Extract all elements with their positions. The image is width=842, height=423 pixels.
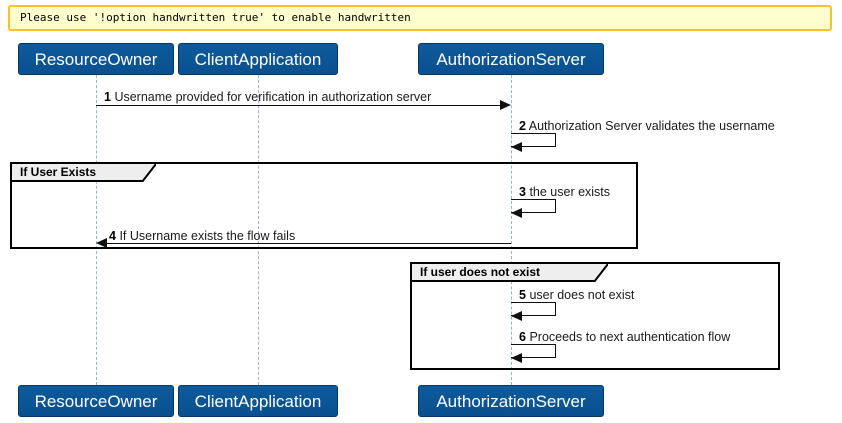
message-2-label: 2 Authorization Server validates the use… (519, 120, 775, 133)
participant-authorization-server-top-label: AuthorizationServer (436, 49, 586, 69)
message-3-label: 3 the user exists (519, 186, 610, 199)
participant-client-application-top[interactable]: ClientApplication (178, 43, 338, 75)
message-3-text: the user exists (529, 185, 611, 199)
message-1-text: Username provided for verification in au… (114, 90, 432, 104)
message-4-label: 4 If Username exists the flow fails (109, 230, 295, 243)
message-6-self-loop (511, 344, 556, 358)
group-label-if-user-exists: If User Exists (20, 165, 97, 179)
group-if-user-does-not-exist (410, 262, 780, 370)
message-5-arrowhead-icon (511, 311, 522, 321)
message-4-number: 4 (109, 229, 116, 243)
message-1-label: 1 Username provided for verification in … (104, 91, 431, 104)
group-tab-cut-if-user-exists (142, 164, 156, 182)
participant-client-application-bottom[interactable]: ClientApplication (178, 385, 338, 417)
message-1-line (96, 105, 501, 106)
participant-resource-owner-top[interactable]: ResourceOwner (18, 43, 174, 75)
message-4-text: If Username exists the flow fails (119, 229, 296, 243)
participant-client-application-top-label: ClientApplication (194, 49, 322, 69)
participant-resource-owner-top-label: ResourceOwner (34, 49, 158, 69)
participant-client-application-bottom-label: ClientApplication (194, 391, 322, 411)
message-5-text: user does not exist (529, 288, 635, 302)
message-5-label: 5 user does not exist (519, 289, 634, 302)
message-6-arrowhead-icon (511, 353, 522, 363)
message-5-self-loop (511, 302, 556, 316)
lifeline-resource-owner (96, 75, 97, 385)
participant-authorization-server-bottom-label: AuthorizationServer (436, 391, 586, 411)
message-1-arrowhead-icon (500, 100, 511, 110)
group-label-if-user-does-not-exist: If user does not exist (420, 265, 541, 279)
message-4-line (106, 243, 511, 244)
group-label-if-user-exists-tab: If User Exists (12, 164, 142, 182)
participant-resource-owner-bottom[interactable]: ResourceOwner (18, 385, 174, 417)
message-6-label: 6 Proceeds to next authentication flow (519, 331, 730, 344)
message-1-number: 1 (104, 90, 111, 104)
participant-authorization-server-bottom[interactable]: AuthorizationServer (418, 385, 604, 417)
message-2-text: Authorization Server validates the usern… (528, 119, 775, 133)
lifeline-client-application (258, 75, 259, 385)
group-label-if-user-does-not-exist-tab: If user does not exist (412, 264, 594, 282)
message-2-self-loop (511, 133, 556, 147)
handwritten-warning-text: Please use '!option handwritten true' to… (20, 11, 411, 24)
message-3-self-loop (511, 199, 556, 213)
participant-resource-owner-bottom-label: ResourceOwner (34, 391, 158, 411)
message-2-number: 2 (519, 119, 526, 133)
message-3-arrowhead-icon (511, 208, 522, 218)
group-if-user-exists (10, 162, 638, 249)
message-5-number: 5 (519, 288, 526, 302)
message-6-text: Proceeds to next authentication flow (529, 330, 731, 344)
group-tab-cut-if-user-does-not-exist (594, 264, 608, 282)
participant-authorization-server-top[interactable]: AuthorizationServer (418, 43, 604, 75)
message-6-number: 6 (519, 330, 526, 344)
message-2-arrowhead-icon (511, 142, 522, 152)
message-3-number: 3 (519, 185, 526, 199)
message-4-arrowhead-icon (96, 238, 107, 248)
handwritten-warning-banner: Please use '!option handwritten true' to… (8, 5, 832, 31)
lifeline-authorization-server (511, 75, 512, 385)
